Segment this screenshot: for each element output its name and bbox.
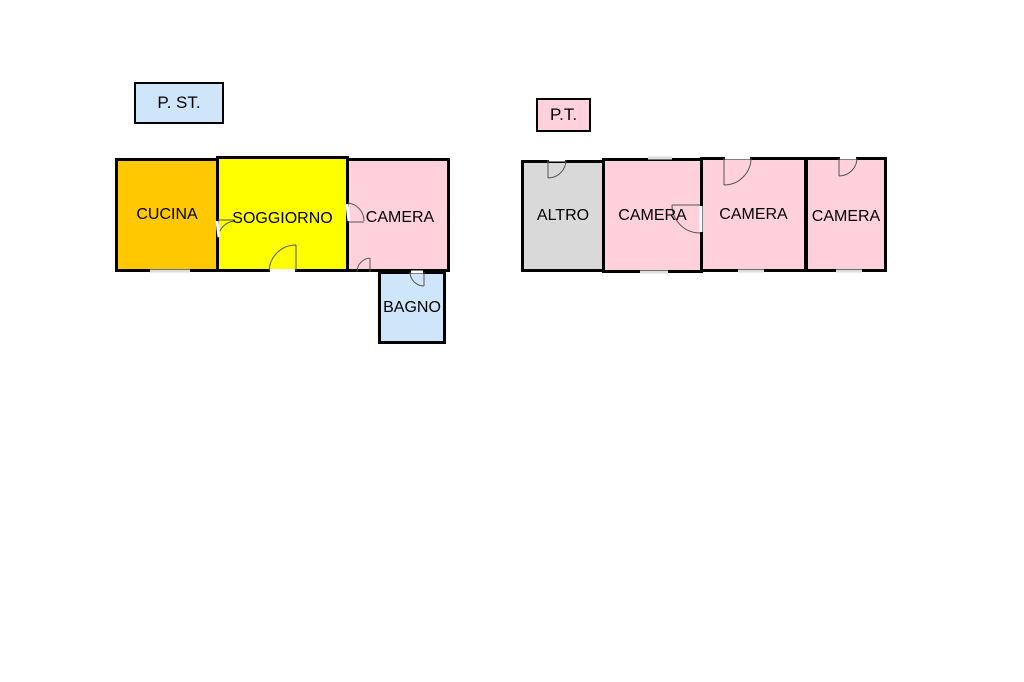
room-living-label: SOGGIORNO [232,210,333,227]
upper-floor-label-text: P. ST. [157,93,201,112]
upper-floor-label: P. ST. [134,82,224,124]
room-ground-bedroom-1-label: CAMERA [618,206,687,224]
ground-floor-label: P.T. [536,98,591,132]
room-ground-bedroom-2-label: CAMERA [719,205,788,223]
room-upper-bedroom-label: CAMERA [365,209,435,226]
room-ground-bedroom-3: CAMERA [805,157,887,272]
room-kitchen: CUCINA [115,158,219,272]
room-living: SOGGIORNO [216,156,349,272]
room-ground-bedroom-1: CAMERA [602,158,703,273]
ground-floor-label-text: P.T. [549,105,578,124]
room-ground-bedroom-3-label: CAMERA [811,208,881,225]
room-kitchen-label: CUCINA [136,206,198,223]
room-other-label: ALTRO [536,207,590,224]
room-bath-label: BAGNO [383,298,441,316]
room-ground-bedroom-2: CAMERA [700,157,807,272]
room-other: ALTRO [521,160,605,272]
room-upper-bedroom: CAMERA [346,158,450,272]
room-bath: BAGNO [378,271,446,344]
